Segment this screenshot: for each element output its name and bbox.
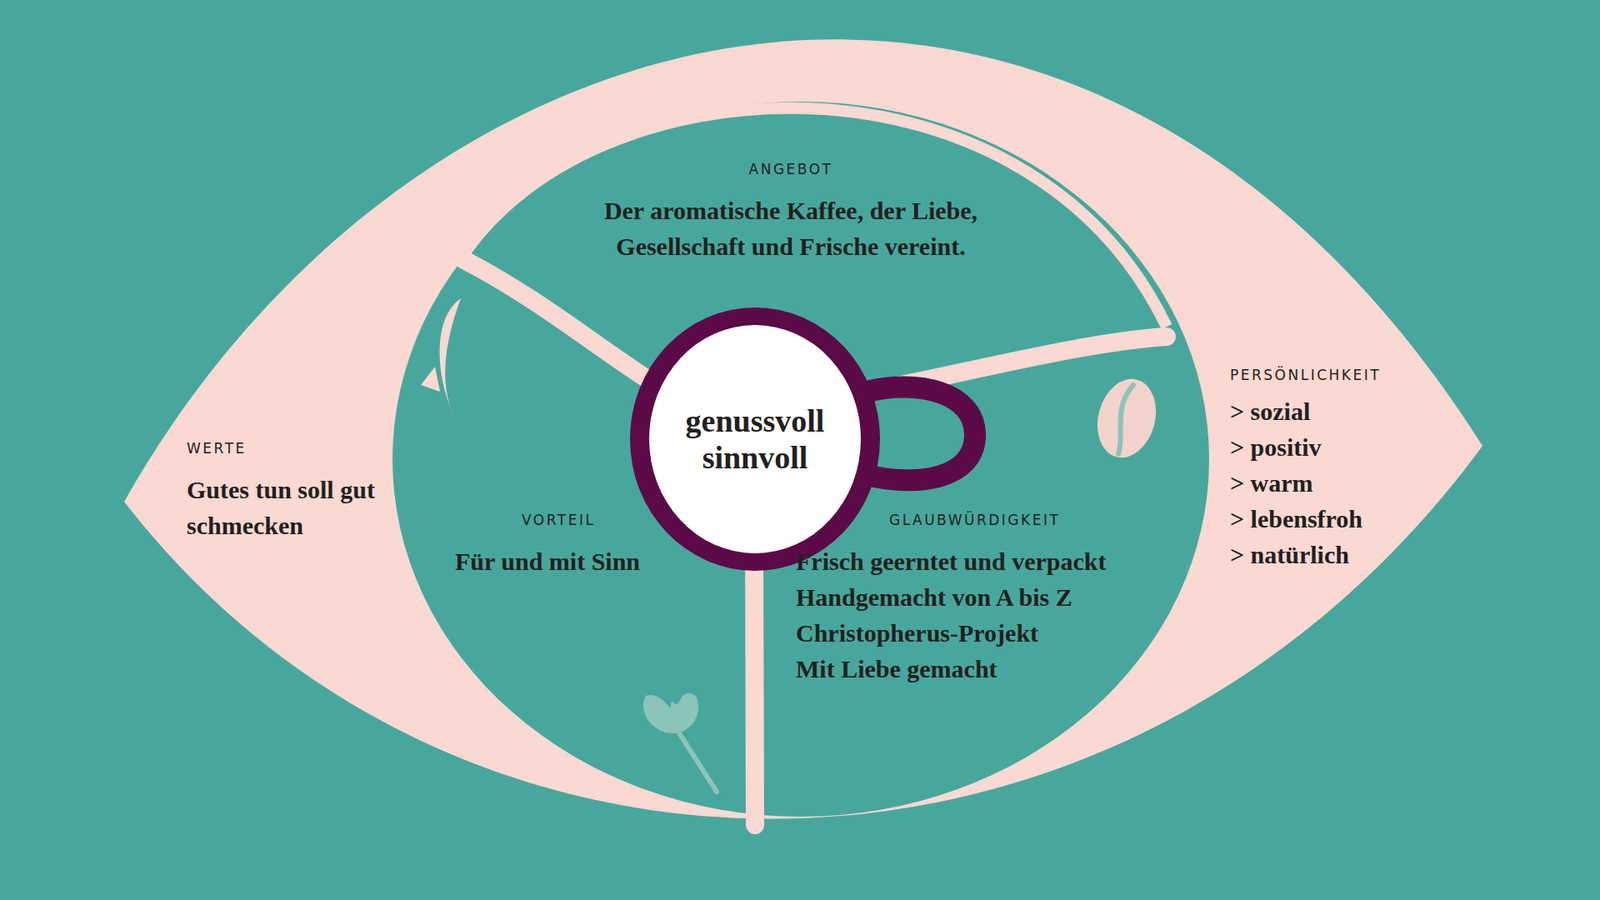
section-text: Christopherus-Projekt [795, 615, 1188, 651]
section-heading: PERSÖNLICHKEIT [1230, 366, 1447, 384]
decor-sprig [420, 298, 461, 421]
trait-item: > positiv [1230, 429, 1447, 465]
top-divider-edge [456, 108, 1167, 327]
section-text: Mit Liebe gemacht [795, 650, 1188, 687]
benefit-section: VORTEIL Für und mit Sinn [455, 511, 705, 580]
offer-section: ANGEBOT Der aromatische Kaffee, der Liebe… [557, 160, 1025, 265]
section-text: Frisch geerntet und verpackt [795, 543, 1188, 580]
personality-region: PERSÖNLICHKEIT > sozial> positiv> warm> l… [1230, 366, 1447, 573]
section-text: Handgemacht von A bis Z [795, 579, 1188, 615]
trait-item: > warm [1230, 465, 1447, 501]
trait-item: > natürlich [1230, 536, 1447, 573]
trait-item: > lebensfroh [1230, 500, 1447, 537]
section-text: Für und mit Sinn [455, 543, 705, 580]
section-heading: WERTE [186, 440, 437, 457]
center-claim: genussvoll sinnvoll [663, 402, 847, 476]
decor-bean [1089, 372, 1165, 465]
credibility-section: GLAUBWÜRDIGKEIT Frisch geerntet und verpa… [795, 511, 1188, 687]
section-text: Der aromatische Kaffee, der Liebe, Gesel… [557, 192, 1025, 265]
trait-item: > sozial [1230, 393, 1447, 430]
values-region: WERTE Gutes tun soll gut schmecken [186, 440, 437, 544]
divider-bands [464, 260, 1167, 825]
eye-shape [124, 39, 1483, 819]
cup-symbol [630, 307, 975, 571]
cup-center: genussvoll sinnvoll [655, 402, 855, 476]
decor-flower [643, 693, 717, 792]
section-text: Gutes tun soll gut schmecken [186, 471, 383, 544]
section-heading: ANGEBOT [557, 160, 1025, 178]
section-heading: GLAUBWÜRDIGKEIT [889, 511, 1188, 529]
inner-circle [392, 101, 1210, 817]
section-heading: VORTEIL [521, 511, 705, 529]
